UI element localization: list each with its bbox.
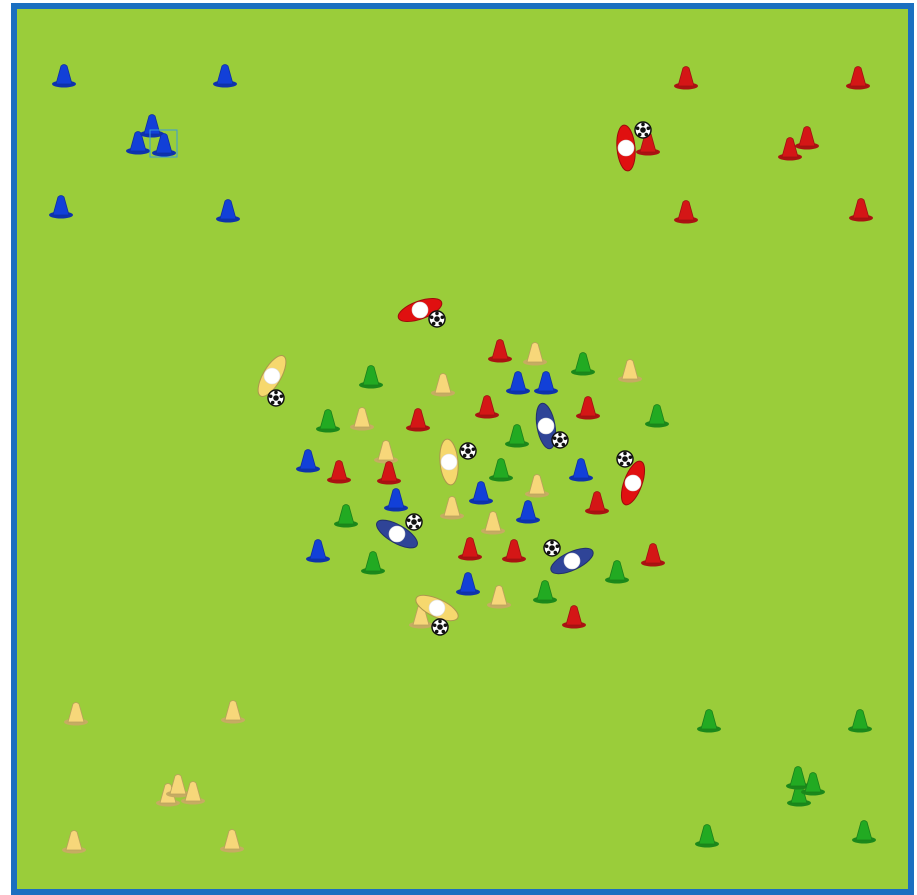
soccer-ball-icon — [406, 514, 422, 530]
soccer-ball-icon — [552, 432, 568, 448]
soccer-ball-icon — [429, 311, 445, 327]
soccer-ball-icon — [617, 451, 633, 467]
soccer-ball-icon — [432, 619, 448, 635]
soccer-ball-icon — [635, 122, 651, 138]
soccer-ball-icon — [268, 390, 284, 406]
soccer-ball-icon — [544, 540, 560, 556]
soccer-ball-icon — [460, 443, 476, 459]
